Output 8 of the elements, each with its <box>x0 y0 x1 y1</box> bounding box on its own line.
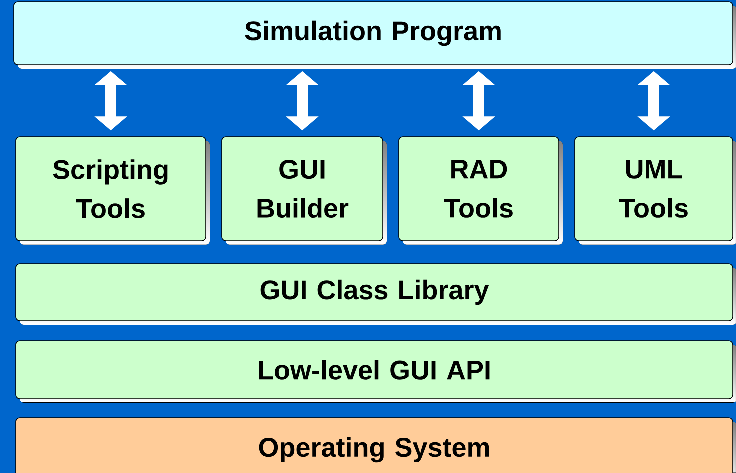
header-box: Simulation Program <box>14 2 736 69</box>
layer-box: Operating System <box>16 418 736 473</box>
tool-box: UML Tools <box>574 136 736 245</box>
layer-box: GUI Class Library <box>16 264 736 325</box>
tool-box: GUI Builder <box>222 136 387 245</box>
tool-box: RAD Tools <box>398 136 563 245</box>
tool-box: Scripting Tools <box>16 136 210 245</box>
layer-box: Low-level GUI API <box>16 340 736 403</box>
